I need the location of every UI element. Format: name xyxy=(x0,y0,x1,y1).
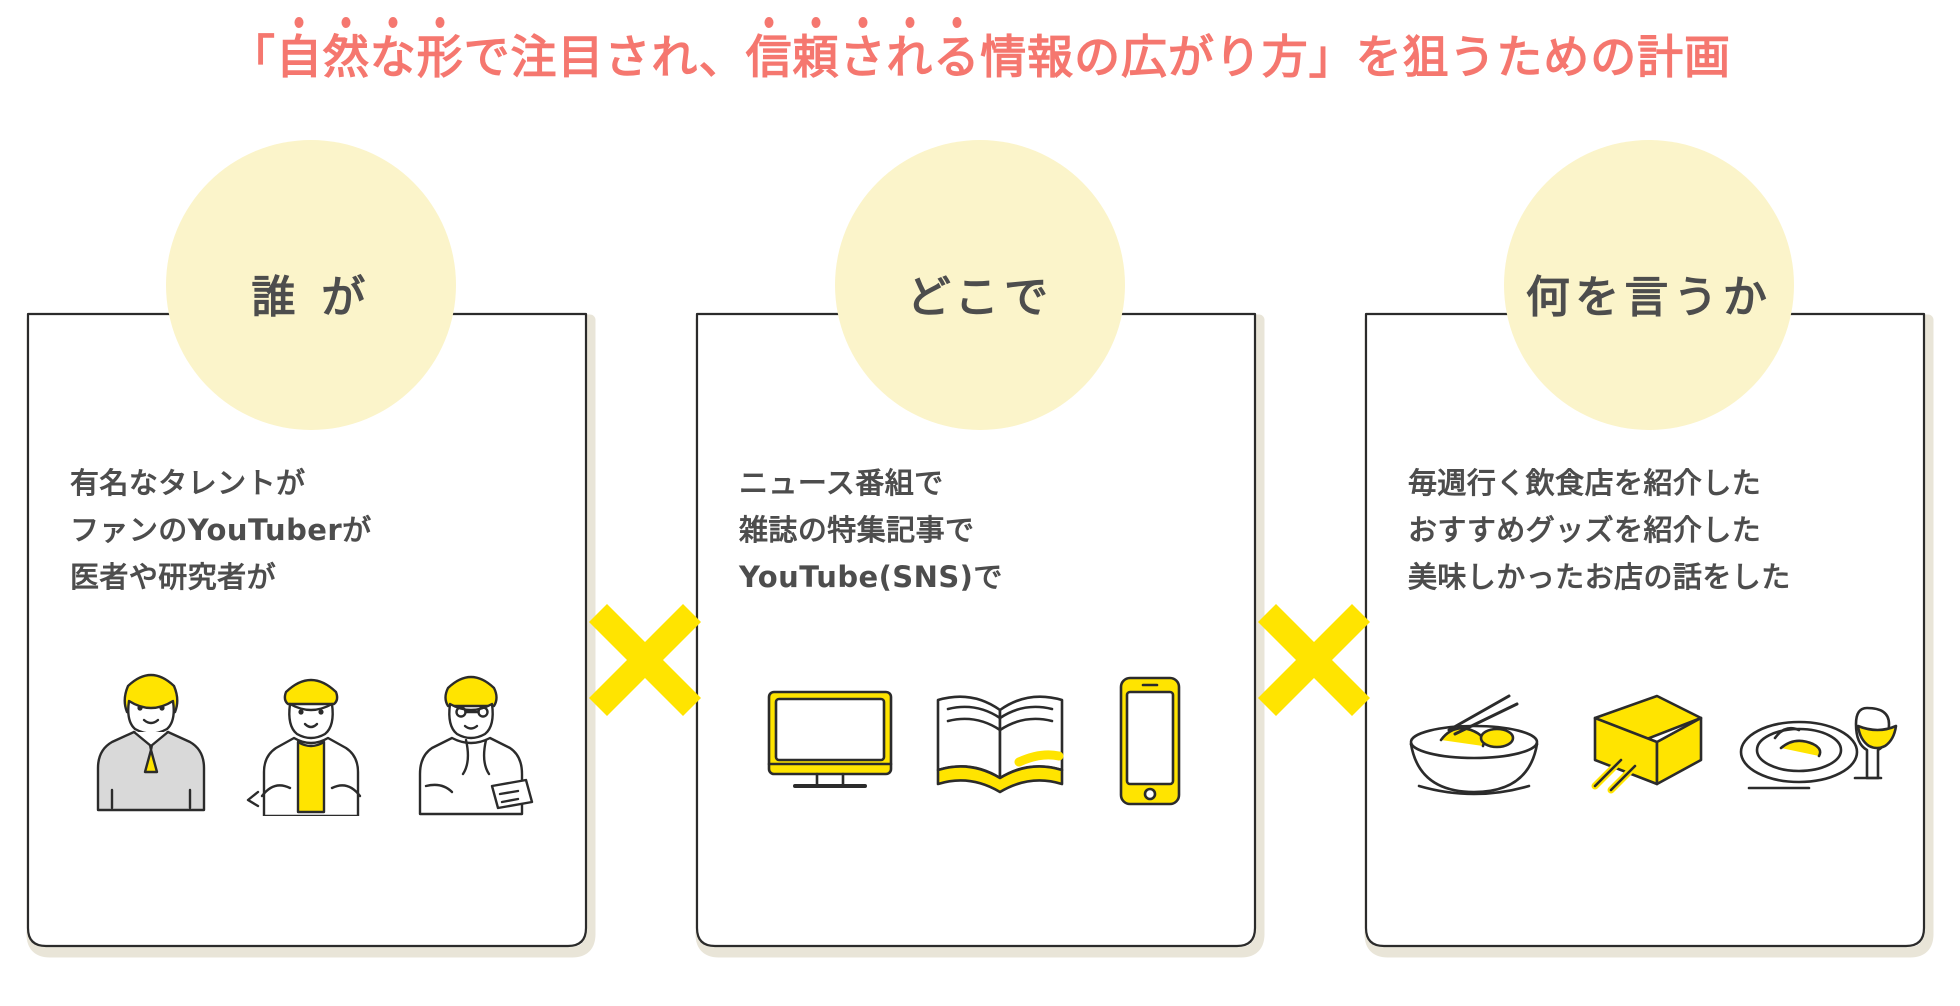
doctor-researcher-icon xyxy=(418,675,534,816)
tv-monitor-icon xyxy=(767,690,893,788)
card-line: 毎週行く飲食店を紹介した xyxy=(1408,466,1762,500)
title-emphasis-char: な xyxy=(369,30,417,84)
card-badge-where: どこで xyxy=(835,140,1125,430)
title-emphasis-char: 自 xyxy=(275,30,323,84)
card-lines-what: 毎週行く飲食店を紹介した おすすめグッズを紹介した 美味しかったお店の話をした xyxy=(1408,460,1791,601)
businessman-talent-icon xyxy=(96,673,206,812)
card-line: 美味しかったお店の話をした xyxy=(1408,559,1791,594)
title-emphasis-char: 頼 xyxy=(792,30,840,84)
title-emphasis-char: る xyxy=(933,30,981,84)
multiply-operator-2 xyxy=(1258,604,1370,716)
card-lines-where: ニュース番組で 雑誌の特集記事で YouTube(SNS)で xyxy=(739,460,1003,601)
card-who[interactable]: 誰 が 有名なタレントが ファンのYouTuberが 医者や研究者が xyxy=(26,140,596,958)
title-emphasis-char: 形 xyxy=(416,30,464,84)
smartphone-icon xyxy=(1119,676,1181,806)
title-emphasis-char: 然 xyxy=(322,30,370,84)
goods-box-icon xyxy=(1591,694,1703,794)
dish-with-wine-icon xyxy=(1739,706,1898,790)
card-illustrations-what xyxy=(1364,626,1934,816)
card-heading-who: 誰 が xyxy=(251,272,371,323)
card-badge-who: 誰 が xyxy=(166,140,456,430)
apron-fan-person-icon xyxy=(246,678,362,816)
card-line: 有名なタレントが xyxy=(70,466,306,500)
card-line: ファンのYouTuberが xyxy=(70,512,372,547)
title-emphasis-char: 信 xyxy=(745,30,793,84)
page-title-text: 「自然な形で注目され、信頼される情報の広がり方」を狙うための計画 xyxy=(229,30,1731,84)
ramen-bowl-icon xyxy=(1409,694,1539,796)
page-title: 「自然な形で注目され、信頼される情報の広がり方」を狙うための計画 xyxy=(0,34,1960,80)
card-heading-what: 何を言うか xyxy=(1525,272,1773,323)
card-line: ニュース番組で xyxy=(739,466,944,500)
title-emphasis-char: さ xyxy=(839,30,887,84)
card-what[interactable]: 何を言うか 毎週行く飲食店を紹介した おすすめグッズを紹介した 美味しかったお店… xyxy=(1364,140,1934,958)
card-line: YouTube(SNS)で xyxy=(739,559,1003,594)
card-where[interactable]: どこで ニュース番組で 雑誌の特集記事で YouTube(SNS)で xyxy=(695,140,1265,958)
card-illustrations-where xyxy=(695,626,1265,816)
card-badge-what: 何を言うか xyxy=(1504,140,1794,430)
card-illustrations-who xyxy=(26,626,596,816)
open-magazine-icon xyxy=(936,695,1064,794)
card-heading-where: どこで xyxy=(906,272,1054,323)
card-line: おすすめグッズを紹介した xyxy=(1408,512,1762,547)
card-line: 医者や研究者が xyxy=(70,559,277,594)
multiply-operator-1 xyxy=(589,604,701,716)
card-line: 雑誌の特集記事で xyxy=(739,512,975,547)
card-lines-who: 有名なタレントが ファンのYouTuberが 医者や研究者が xyxy=(70,460,372,601)
title-emphasis-char: れ xyxy=(886,30,934,84)
